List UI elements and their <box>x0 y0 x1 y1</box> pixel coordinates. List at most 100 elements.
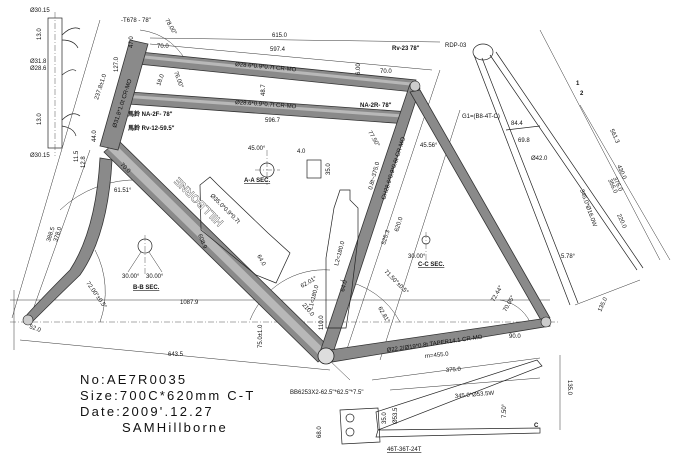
bottle-down-tube <box>199 176 291 284</box>
cc-label: C-C SEC. <box>418 262 445 268</box>
rear-len-a: 561.3 <box>608 128 620 145</box>
l1: L1=180.0 <box>308 284 320 311</box>
head-angle-top: 78.00° <box>163 18 177 37</box>
front-dropout <box>22 314 34 326</box>
aa-width: 4.0 <box>297 149 306 155</box>
lower-tube-length: 596.7 <box>265 118 281 124</box>
top-gap: 6.00 <box>356 63 362 75</box>
bottom-bracket <box>317 347 335 365</box>
fork-angle: 72.00°±0.5° <box>84 281 107 311</box>
top-offset-right: 70.0 <box>380 69 392 75</box>
water-bottles <box>199 176 359 329</box>
section-bb: 30.00° 30.00° B-B SEC. <box>122 235 164 291</box>
rear-one: 1 <box>576 81 580 87</box>
fork-offset: 52.0 <box>28 324 42 334</box>
dim-110: 110.0 <box>319 315 325 330</box>
cs-drop: 135.0 <box>566 380 572 396</box>
top-length: 615.0 <box>272 33 288 39</box>
ht-lower-length: 13.0 <box>37 113 43 125</box>
section-cc: 30.00° C-C SEC. <box>408 232 445 268</box>
bottle-64b: 64.0 <box>340 279 349 292</box>
designer-name: SAMHillborne <box>122 420 228 435</box>
bb-drop: 75.0±1.0 <box>258 324 264 348</box>
chainstay-detail: BB6253X2-62.5"*62.5"*7.5" 375.0 345.0*Ø5… <box>290 355 572 453</box>
head-tube <box>99 39 149 151</box>
c-marker: C <box>534 423 539 429</box>
head-len-5: 11.5 <box>74 150 80 162</box>
top-tube-spec: Ø28.6*0.9*0.7t CR-MO <box>235 62 297 73</box>
bb-angle-left: 30.00° <box>122 274 140 280</box>
main-frame <box>22 39 552 365</box>
len-18: 18.0 <box>156 73 166 87</box>
bb-label: B-B SEC. <box>133 285 160 291</box>
fork-len-1: 388.5 <box>46 226 57 243</box>
rear-dropout <box>540 316 552 328</box>
wheelbase: 1087.9 <box>180 300 199 306</box>
rear-width-mid: 69.8 <box>518 138 530 144</box>
head-len-1: 47.0 <box>129 36 135 48</box>
title-block: No:AE7R0035 Size:700C*620mm C-T Date:200… <box>80 372 255 436</box>
bottle-dim-64: 64.0 <box>255 254 266 268</box>
rear-spacing: 135.0 <box>597 296 609 313</box>
chainring: 46T-36T-24T <box>387 447 422 453</box>
head-len-6: 12.8 <box>81 156 87 168</box>
angle-6151: 61.51° <box>114 188 132 194</box>
head-tube-detail: Ø30.15 Ø30.15 13.0 13.0 Ø31.8 Ø28.6 <box>30 8 81 159</box>
front-center: 643.5 <box>168 352 184 358</box>
section-aa: A-A SEC. 45.00° 4.0 35.0 <box>244 146 332 185</box>
lower-top-tube-spec: Ø28.6*0.9*0.7t CR-MO <box>235 100 297 110</box>
drawing-date: Date:2009'.12.27 <box>80 404 214 419</box>
rdp-label: RDP-03 <box>445 43 467 49</box>
rear-stay-detail: 84.4 69.8 Ø42.0 561.3 430.0 376.0 356.0 … <box>472 29 671 313</box>
seat-stay <box>409 89 551 323</box>
fork-len-2: 378.0 <box>53 226 64 243</box>
rear-dia: Ø42.0 <box>531 156 548 162</box>
rear-two: 2 <box>580 91 584 97</box>
angle-7005: 70.05° <box>503 294 517 313</box>
g1-label: G1=(B8-4T-C) <box>462 114 500 120</box>
angle-7600: 76.00° <box>172 71 184 90</box>
ht-outer-diameter: Ø31.8 <box>30 59 47 65</box>
ht-bottom-diameter: Ø30.15 <box>30 153 50 159</box>
frame-size: Size:700C*620mm C-T <box>80 388 256 403</box>
aa-height: 35.0 <box>326 163 332 175</box>
aa-angle: 45.00° <box>248 146 266 152</box>
ht-upper-length: 13.0 <box>37 28 43 40</box>
head-part: -T678 - 78" <box>121 18 151 24</box>
l2: L2=180.0 <box>334 240 346 267</box>
rear-width-top: 84.4 <box>511 121 523 127</box>
seat-tube <box>319 83 421 357</box>
lug-na2f: 馬鈴 NA-2F- 78" <box>127 110 173 118</box>
top-offset-left: 70.0 <box>157 44 169 50</box>
lug-rv12: 馬鈴 Rv-12-59.5" <box>127 124 175 132</box>
ht-inner-diameter: Ø28.6 <box>30 66 47 72</box>
bb-spec: BB6253X2-62.5"*62.5"*7.5" <box>290 390 363 396</box>
cs-height: 68.0 <box>317 426 323 438</box>
head-len-4: 44.0 <box>92 130 98 142</box>
rear-lug: Rv-23 78" <box>392 46 420 52</box>
aa-label: A-A SEC. <box>244 178 270 184</box>
down-tube-length: 608.9 <box>196 234 207 251</box>
angle-7150: 71.50°±0.5° <box>383 269 410 296</box>
top-tube-length: 597.4 <box>270 47 286 53</box>
angle-7750: 77.50° <box>366 130 380 149</box>
cc-angle: 30.00° <box>408 254 426 260</box>
angle-4556: 45.56° <box>420 143 438 149</box>
seat-tube-len: 525.3 <box>381 229 392 246</box>
bottle-seat-tube <box>325 189 359 329</box>
chainstay-len: rn=455.0 <box>425 351 450 360</box>
seat-tube-total: 620.0 <box>394 216 405 233</box>
chainstay-rear: 90.0 <box>509 334 521 340</box>
rear-len-e: 220.0 <box>615 213 627 230</box>
head-len-3: 237.8±1.0 <box>94 73 108 101</box>
cs-d2: 35.0 <box>382 412 388 424</box>
head-len-2: 127.0 <box>114 56 120 72</box>
lug-na2r: NA-2R- 78" <box>360 103 392 109</box>
drawing-number: No:AE7R0035 <box>80 372 188 387</box>
ht-top-diameter: Ø30.15 <box>30 8 50 14</box>
seat-cluster <box>409 80 421 92</box>
cs-angle: 7.50° <box>502 403 508 418</box>
cs-len-375: 375.0 <box>446 367 462 374</box>
tube-spacing: 48.7 <box>261 84 267 96</box>
